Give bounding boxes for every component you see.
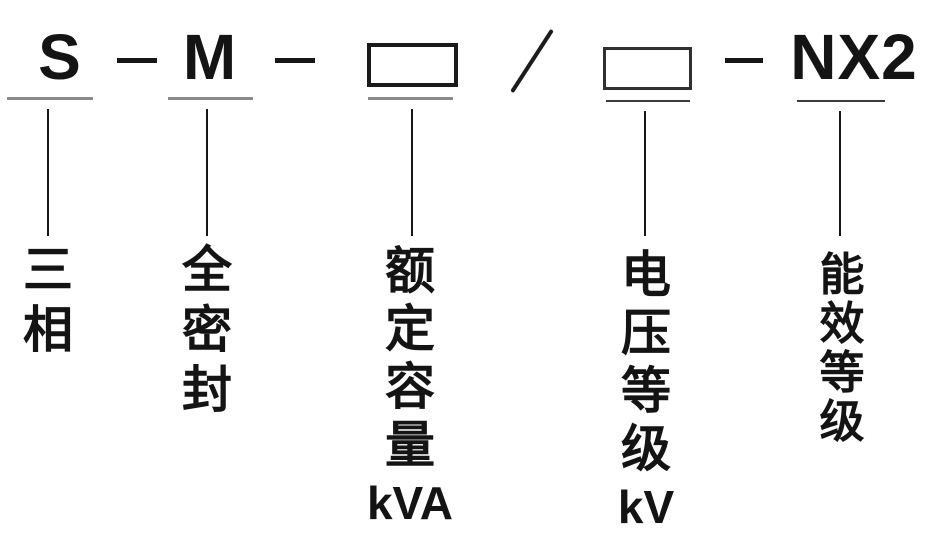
dash-separator-icon	[725, 58, 763, 63]
underline-efficiency	[797, 100, 885, 102]
unit-kva: kVA	[366, 477, 454, 529]
label-text: 电压等级	[620, 247, 671, 477]
label-rated-capacity: 额定容量 kVA	[367, 242, 453, 532]
connector-line-capacity	[411, 109, 413, 236]
underline-voltage	[606, 100, 690, 102]
label-text: 能效等级	[819, 249, 865, 447]
code-seal-letter: M	[182, 21, 238, 93]
label-text: 全密封	[182, 242, 232, 418]
underline-capacity	[368, 97, 453, 100]
unit-kv: kV	[617, 481, 675, 533]
underline-seal	[168, 97, 253, 100]
dash-separator-icon	[275, 58, 315, 63]
dash-separator-icon	[117, 58, 157, 63]
label-text: 额定容量	[384, 243, 435, 473]
label-text: 三相	[23, 242, 73, 358]
code-phase-letter: S	[38, 21, 82, 93]
connector-line-phase	[47, 109, 49, 236]
connector-line-efficiency	[839, 111, 841, 236]
label-three-phase: 三相	[23, 240, 73, 360]
label-fully-sealed: 全密封	[182, 240, 232, 420]
rated-capacity-blank-box	[367, 43, 458, 87]
underline-phase	[7, 97, 93, 100]
code-efficiency-suffix: NX2	[790, 21, 918, 93]
voltage-level-blank-box	[603, 47, 692, 90]
label-voltage-level: 电压等级 kV	[618, 246, 674, 536]
label-energy-efficiency-grade: 能效等级	[819, 250, 864, 446]
slash-separator-icon	[510, 28, 554, 94]
connector-line-seal	[206, 109, 208, 236]
connector-line-voltage	[644, 111, 646, 236]
